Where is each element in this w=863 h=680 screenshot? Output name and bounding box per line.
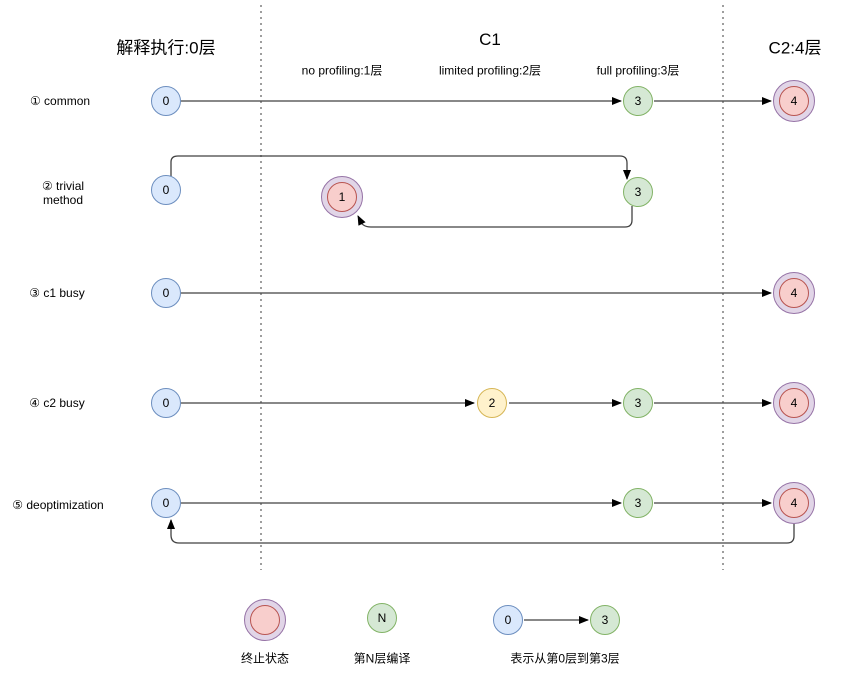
legend-terminal-node-inner [250, 605, 280, 635]
header-c1: C1 [479, 30, 501, 49]
node-common-4-inner: 4 [779, 86, 809, 116]
row-label-c2-busy: ④ c2 busy [29, 396, 85, 410]
node-deopt-4-inner: 4 [779, 488, 809, 518]
row-label-trivial-method: ② trivial method [41, 179, 85, 207]
legend-to-node: 3 [590, 605, 620, 635]
node-deopt-4: 4 [773, 482, 815, 524]
legend-compile-label: 第N层编译 [353, 651, 411, 666]
edge-trivial-3-1 [357, 206, 633, 228]
node-c2busy-4: 4 [773, 382, 815, 424]
row-label-c1-busy: ③ c1 busy [29, 286, 85, 300]
legend-terminal-label: 终止状态 [240, 651, 290, 666]
node-c2busy-3: 3 [623, 388, 653, 418]
header-c2: C2:4层 [768, 38, 822, 58]
row-label-deoptimization: ⑤ deoptimization [12, 498, 104, 512]
node-c1busy-4-inner: 4 [779, 278, 809, 308]
legend-from-node: 0 [493, 605, 523, 635]
subheader-limited-profiling: limited profiling:2层 [438, 63, 542, 78]
row-label-common: ① common [29, 94, 91, 108]
node-trivial-1: 1 [321, 176, 363, 218]
node-deopt-0: 0 [151, 488, 181, 518]
node-common-4: 4 [773, 80, 815, 122]
node-common-3: 3 [623, 86, 653, 116]
node-trivial-0: 0 [151, 175, 181, 205]
edge-deopt-4-0 [167, 519, 795, 544]
node-c1busy-0: 0 [151, 278, 181, 308]
node-c2busy-2: 2 [477, 388, 507, 418]
subheader-full-profiling: full profiling:3层 [596, 63, 680, 78]
edge-trivial-0-3 [170, 155, 631, 180]
subheader-no-profiling: no profiling:1层 [301, 63, 383, 78]
node-c2busy-4-inner: 4 [779, 388, 809, 418]
node-trivial-3: 3 [623, 177, 653, 207]
node-c2busy-0: 0 [151, 388, 181, 418]
node-deopt-3: 3 [623, 488, 653, 518]
node-trivial-1-inner: 1 [327, 182, 357, 212]
legend-terminal-node [244, 599, 286, 641]
legend-compile-node: N [367, 603, 397, 633]
node-c1busy-4: 4 [773, 272, 815, 314]
node-common-0: 0 [151, 86, 181, 116]
legend-transition-label: 表示从第0层到第3层 [510, 651, 620, 666]
header-interpreted: 解释执行:0层 [116, 38, 216, 58]
